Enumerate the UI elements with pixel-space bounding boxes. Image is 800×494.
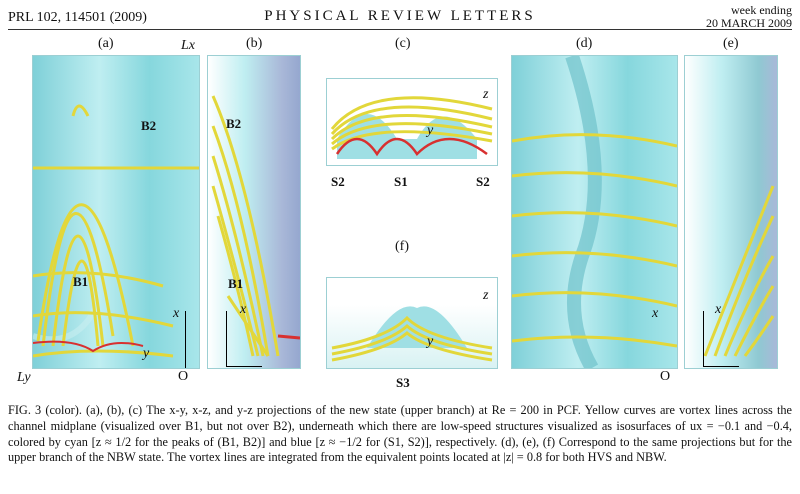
- vortex-lines-a: [33, 104, 199, 358]
- label-B1-b: B1: [228, 276, 244, 291]
- axis-label-Ly: Ly: [17, 370, 31, 385]
- axis-arrow-z-b: [226, 366, 262, 367]
- axis-x-b: x: [240, 302, 247, 317]
- vortex-lines-e: [703, 185, 775, 357]
- panel-label-d: (d): [576, 36, 593, 51]
- panel-label-e: (e): [723, 36, 739, 51]
- label-S3: S3: [396, 375, 410, 390]
- label-S2-right: S2: [476, 174, 490, 189]
- page-header: PRL 102, 114501 (2009) PHYSICAL REVIEW L…: [8, 4, 792, 30]
- axis-y-c: y: [427, 123, 434, 138]
- label-B2-b: B2: [226, 116, 242, 131]
- figure-panel-d: x y: [511, 55, 678, 369]
- origin-label-d: O: [660, 369, 671, 384]
- axis-x-e: x: [715, 302, 722, 317]
- axis-arrow-x-e: [703, 311, 704, 366]
- figure-panel-a: B2 B1 x y: [32, 55, 200, 369]
- origin-label-a: O: [178, 369, 189, 384]
- vortex-lines-c: [330, 96, 493, 159]
- date-label: 20 MARCH 2009: [705, 16, 792, 30]
- axis-z-f: z: [483, 288, 489, 303]
- journal-citation: PRL 102, 114501 (2009): [8, 10, 147, 25]
- axis-arrow-z-e: [703, 366, 739, 367]
- panel-label-f: (f): [395, 239, 409, 254]
- vortex-lines-f: [331, 306, 493, 362]
- figure-panel-c: B1 B2 z y: [326, 78, 498, 166]
- axis-x-d: x: [652, 306, 659, 321]
- panel-label-c: (c): [395, 36, 411, 51]
- axis-z-c: z: [483, 87, 489, 102]
- vortex-lines-d: [512, 56, 677, 368]
- journal-title: PHYSICAL REVIEW LETTERS: [264, 8, 536, 24]
- figure-panel-e: x z: [684, 55, 778, 369]
- label-B1: B1: [73, 274, 89, 289]
- axis-x-a: x: [173, 306, 180, 321]
- label-S2-left: S2: [331, 174, 345, 189]
- figure-panel-b: B2 B1 x z: [207, 55, 301, 369]
- label-B2: B2: [141, 118, 157, 133]
- axis-label-Lx: Lx: [181, 38, 195, 53]
- panel-label-a: (a): [98, 36, 114, 51]
- axis-y-a: y: [143, 346, 150, 361]
- vortex-lines-b: [211, 95, 300, 357]
- axis-arrow-x-b: [226, 311, 227, 366]
- figure-caption: FIG. 3 (color). (a), (b), (c) The x-y, x…: [8, 403, 792, 465]
- header-rule: [8, 29, 792, 30]
- issue-date: week ending 20 MARCH 2009: [706, 4, 792, 30]
- label-S1: S1: [394, 174, 408, 189]
- figure-panel-f: z y: [326, 277, 498, 369]
- axis-y-f: y: [427, 334, 434, 349]
- week-label: week ending: [731, 3, 792, 17]
- panel-label-b: (b): [246, 36, 263, 51]
- axis-arrow-x-a: [185, 311, 186, 368]
